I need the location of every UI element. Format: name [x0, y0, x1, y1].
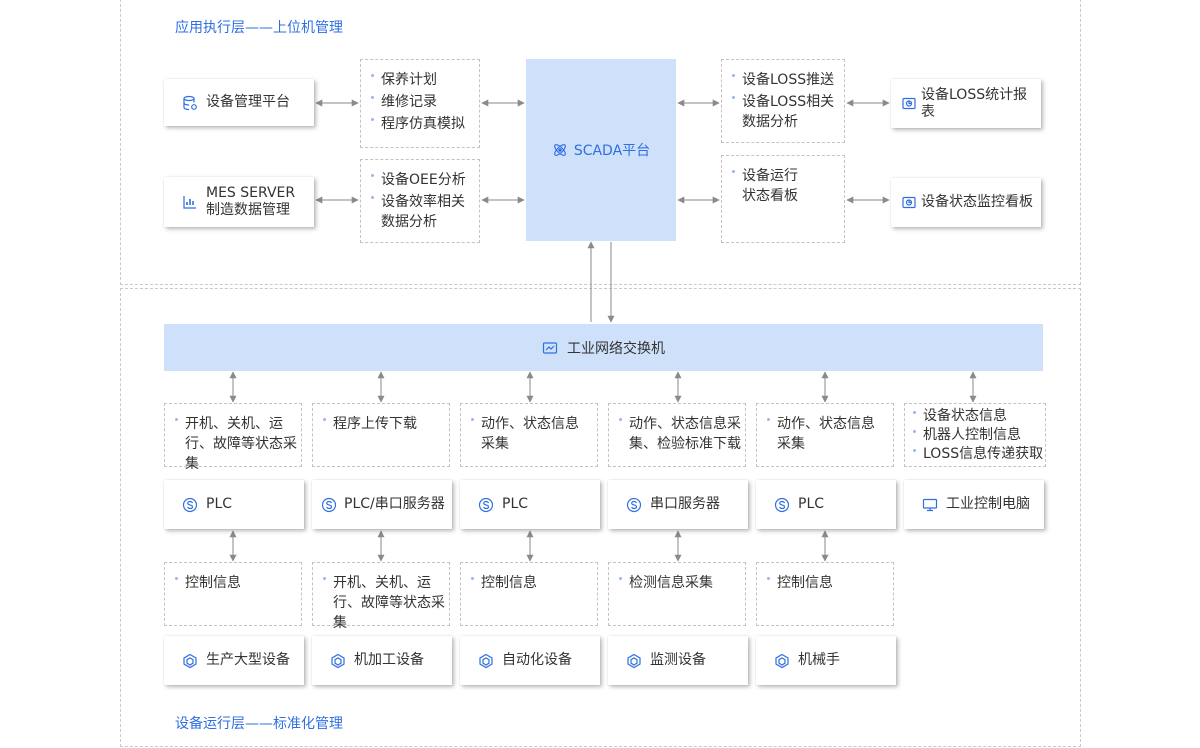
- cube-icon: [330, 653, 346, 669]
- list-item: 控制信息: [471, 573, 597, 593]
- equipment-card: 机械手: [756, 636, 896, 685]
- monitor-chart-icon: [901, 96, 917, 112]
- scada-label: SCADA平台: [573, 143, 651, 159]
- atom-icon: [552, 142, 568, 158]
- list-item: 保养计划: [371, 70, 479, 90]
- maintenance-info-box: 保养计划 维修记录 程序仿真模拟: [360, 59, 480, 148]
- equipment-label: 机械手: [798, 652, 840, 668]
- plc-serial-label: PLC/串口服务器: [344, 496, 445, 512]
- device-layer-region: [120, 288, 1081, 747]
- loss-report-label: 设备LOSS统计报表: [921, 86, 1028, 120]
- cube-icon: [626, 653, 642, 669]
- computer-icon: [922, 497, 938, 513]
- plc-label: PLC: [206, 496, 233, 512]
- chip-icon: [626, 497, 642, 513]
- serial-server-label: 串口服务器: [650, 496, 720, 512]
- chip-icon: [774, 497, 790, 513]
- loss-info-box: 设备LOSS推送 设备LOSS相关数据分析: [721, 59, 845, 143]
- list-item: 开机、关机、运行、故障等状态采集: [323, 573, 451, 633]
- status-collection-box: 开机、关机、运行、故障等状态采集: [164, 403, 302, 472]
- control-info-box: 控制信息: [460, 562, 598, 626]
- list-item: 开机、关机、运行、故障等状态采集: [175, 414, 303, 474]
- list-item: 设备状态信息: [913, 407, 1045, 426]
- industrial-pc-card: 工业控制电脑: [904, 480, 1044, 529]
- oee-analysis-box: 设备OEE分析 设备效率相关数据分析: [360, 159, 480, 243]
- equipment-label: 自动化设备: [502, 652, 572, 668]
- list-item: 动作、状态信息采集: [471, 414, 585, 454]
- list-item: 程序上传下载: [323, 414, 449, 434]
- mes-server-text: MES SERVER 制造数据管理: [206, 185, 295, 219]
- detection-info-box: 检测信息采集: [608, 562, 746, 626]
- application-layer-region: [120, 0, 1081, 285]
- industrial-network-switch: 工业网络交换机: [164, 324, 1043, 371]
- chip-icon: [182, 497, 198, 513]
- device-layer-title: 设备运行层——标准化管理: [175, 716, 343, 732]
- action-status-box: 动作、状态信息采集: [460, 403, 598, 467]
- cube-icon: [478, 653, 494, 669]
- status-board-label: 设备状态监控看板: [921, 194, 1033, 210]
- mes-data-label: 制造数据管理: [206, 202, 290, 218]
- monitor-chart-icon: [901, 195, 917, 211]
- list-item: LOSS信息传递获取: [913, 446, 1044, 462]
- control-info-box: 控制信息: [756, 562, 894, 626]
- list-item: 机器人控制信息: [913, 426, 1045, 445]
- plc-card: PLC: [164, 480, 304, 529]
- equipment-card: 生产大型设备: [164, 636, 304, 685]
- database-icon: [182, 95, 198, 111]
- industrial-pc-label: 工业控制电脑: [946, 496, 1030, 512]
- list-item: 设备LOSS推送: [732, 70, 844, 90]
- equipment-management-label: 设备管理平台: [206, 94, 290, 110]
- list-item: 动作、状态信息采集、检验标准下载: [619, 414, 747, 454]
- action-status-box: 动作、状态信息采集: [756, 403, 894, 467]
- equipment-label: 机加工设备: [354, 652, 424, 668]
- list-item: 设备LOSS相关数据分析: [732, 92, 838, 132]
- list-item: 设备效率相关数据分析: [371, 192, 469, 232]
- equipment-card: 自动化设备: [460, 636, 600, 685]
- equipment-card: 机加工设备: [312, 636, 452, 685]
- list-item: 设备运行状态看板: [732, 166, 802, 206]
- list-item: 控制信息: [175, 573, 301, 593]
- chip-icon: [321, 497, 337, 513]
- plc-card: PLC: [460, 480, 600, 529]
- list-item: 检测信息采集: [619, 573, 745, 593]
- switch-label: 工业网络交换机: [567, 340, 665, 357]
- scada-platform: SCADA平台: [526, 59, 676, 241]
- list-item: 程序仿真模拟: [371, 114, 479, 134]
- equipment-label: 生产大型设备: [206, 652, 290, 668]
- bar-chart-icon: [182, 194, 198, 210]
- plc-card: PLC: [756, 480, 896, 529]
- network-switch-icon: [542, 340, 558, 356]
- robot-info-box: 设备状态信息 机器人控制信息 LOSS信息传递获取: [904, 403, 1046, 467]
- cube-icon: [182, 653, 198, 669]
- loss-report-card: 设备LOSS统计报表: [891, 79, 1041, 128]
- control-info-box: 控制信息: [164, 562, 302, 626]
- application-layer-title: 应用执行层——上位机管理: [175, 20, 343, 36]
- plc-label: PLC: [798, 496, 825, 512]
- list-item: 设备OEE分析: [371, 170, 479, 190]
- mes-server-label: MES SERVER: [206, 185, 296, 201]
- serial-server-card: 串口服务器: [608, 480, 748, 529]
- status-collection-box: 开机、关机、运行、故障等状态采集: [312, 562, 450, 631]
- equipment-card: 监测设备: [608, 636, 748, 685]
- mes-server-platform: MES SERVER 制造数据管理: [164, 177, 314, 227]
- status-info-box: 设备运行状态看板: [721, 155, 845, 243]
- list-item: 维修记录: [371, 92, 479, 112]
- status-board-card: 设备状态监控看板: [891, 178, 1041, 227]
- list-item: 动作、状态信息采集: [767, 414, 881, 454]
- program-upload-box: 程序上传下载: [312, 403, 450, 467]
- plc-serial-card: PLC/串口服务器: [312, 480, 452, 529]
- plc-label: PLC: [502, 496, 529, 512]
- equipment-management-platform: 设备管理平台: [164, 79, 314, 126]
- cube-icon: [774, 653, 790, 669]
- action-status-box: 动作、状态信息采集、检验标准下载: [608, 403, 746, 467]
- equipment-label: 监测设备: [650, 652, 706, 668]
- list-item: 控制信息: [767, 573, 893, 593]
- chip-icon: [478, 497, 494, 513]
